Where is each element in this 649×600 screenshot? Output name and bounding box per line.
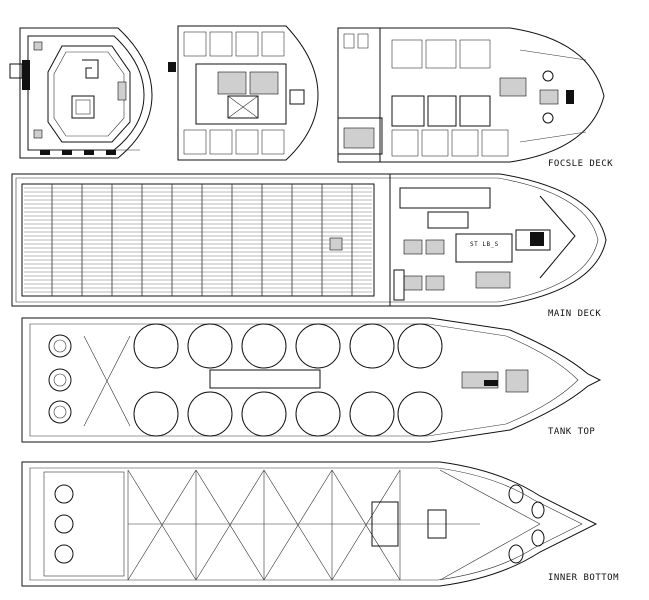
- focsle-deck-label: FOCSLE DECK: [548, 159, 613, 169]
- tank-top-label: TANK TOP: [548, 427, 595, 437]
- tank-top: TANK TOP: [21, 317, 602, 443]
- focsle-deck: FOCSLE DECK: [9, 25, 613, 169]
- main-deck: ST LB_S MAIN DECK: [11, 173, 607, 319]
- main-deck-room-annotation: ST LB_S: [470, 241, 499, 248]
- tank-top-pumps: [48, 334, 72, 424]
- focsle-wheelhouse-block: [9, 27, 153, 159]
- inner-bottom-label: INNER BOTTOM: [548, 573, 619, 583]
- focsle-accommodation-block: [168, 25, 319, 161]
- cargo-deck-area: [21, 183, 375, 297]
- main-deck-label: MAIN DECK: [548, 309, 601, 319]
- tank-top-tanks: [133, 323, 443, 437]
- main-deck-machinery: [393, 187, 576, 301]
- inner-bottom-bracing: [127, 469, 541, 581]
- focsle-forward-block: [337, 27, 605, 163]
- inner-bottom: INNER BOTTOM: [21, 461, 619, 587]
